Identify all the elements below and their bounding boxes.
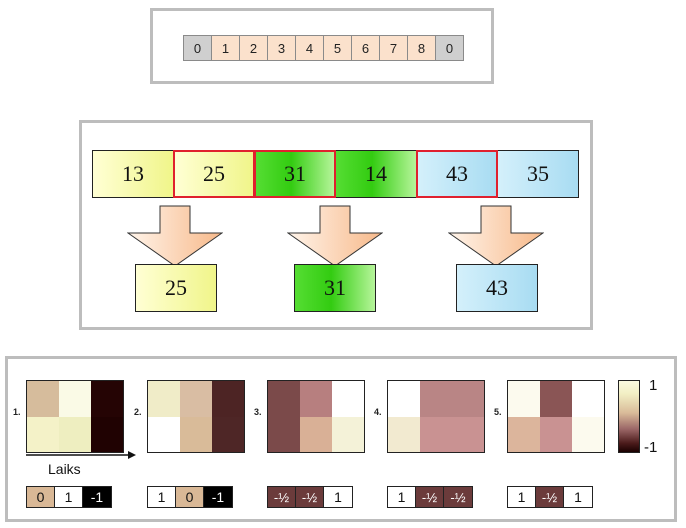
output-box: 43 [456, 264, 538, 312]
value-box: 35 [497, 150, 579, 198]
filter-grid [507, 380, 605, 453]
grid-cell [91, 416, 123, 452]
grid-cell [268, 381, 300, 417]
grid-cell [300, 416, 332, 452]
colorbar-min-label: -1 [644, 439, 658, 456]
vector-value: 1 [388, 487, 416, 507]
filter-grid [387, 380, 485, 453]
grid-cell [452, 416, 484, 452]
strip-cell: 2 [239, 35, 268, 61]
grid-cell [180, 381, 212, 417]
filter-vector: 0 1 -1 [26, 486, 112, 508]
index-strip-panel: 0 1 2 3 4 5 6 7 8 0 [150, 8, 494, 84]
grid-cell [332, 381, 364, 417]
vector-value: -½ [444, 487, 472, 507]
filter-vector: 1 0 -1 [147, 486, 233, 508]
vector-value: -½ [536, 487, 564, 507]
filter-grid [147, 380, 245, 453]
output-box: 31 [294, 264, 376, 312]
strip-cell: 7 [379, 35, 408, 61]
grid-cell [452, 381, 484, 417]
colorbar-max-label: 1 [649, 377, 658, 394]
grid-cell [27, 416, 59, 452]
grid-cell [388, 381, 420, 417]
filter-vector: 1 -½ -½ [387, 486, 473, 508]
grid-cell [268, 416, 300, 452]
down-arrow-icon [448, 205, 544, 267]
index-strip: 0 1 2 3 4 5 6 7 8 0 [183, 35, 464, 61]
grid-cell [59, 381, 91, 417]
grid-cell [540, 381, 572, 417]
grid-cell [388, 416, 420, 452]
filter-number: 3. [254, 407, 262, 417]
grid-cell [212, 381, 244, 417]
filter-number: 5. [494, 407, 502, 417]
strip-cell: 0 [183, 35, 212, 61]
filter-grid [267, 380, 365, 453]
vector-value: 0 [27, 487, 55, 507]
value-box-selected: 31 [254, 150, 336, 198]
output-box: 25 [135, 264, 217, 312]
strip-cell: 3 [267, 35, 296, 61]
colorbar [618, 380, 640, 453]
filter-vector: 1 -½ 1 [507, 486, 593, 508]
time-axis-label: Laiks [48, 461, 81, 477]
vector-value: 1 [508, 487, 536, 507]
time-axis-arrow-icon [26, 451, 136, 459]
grid-cell [148, 381, 180, 417]
grid-cell [300, 381, 332, 417]
grid-cell [508, 416, 540, 452]
grid-cell [59, 416, 91, 452]
filter-number: 1. [13, 407, 21, 417]
grid-cell [508, 381, 540, 417]
filter-number: 2. [134, 407, 142, 417]
grid-cell [91, 381, 123, 417]
vector-value: -½ [416, 487, 444, 507]
grid-cell [572, 381, 604, 417]
strip-cell: 1 [211, 35, 240, 61]
down-arrow-icon [287, 205, 383, 267]
grid-cell [27, 381, 59, 417]
vector-value: 1 [55, 487, 83, 507]
vector-value: -1 [83, 487, 111, 507]
value-box-selected: 43 [416, 150, 498, 198]
grid-cell [180, 416, 212, 452]
grid-cell [148, 416, 180, 452]
strip-cell: 4 [295, 35, 324, 61]
value-box: 13 [92, 150, 174, 198]
filters-panel: 1. 2. 3. 4. 5. 1 -1 Laiks 0 1 -1 1 0 -1 … [5, 356, 677, 522]
value-box-selected: 25 [173, 150, 255, 198]
filter-number: 4. [374, 407, 382, 417]
strip-cell: 5 [323, 35, 352, 61]
vector-value: -1 [204, 487, 232, 507]
value-box: 14 [335, 150, 417, 198]
grid-cell [332, 416, 364, 452]
filter-vector: -½ -½ 1 [267, 486, 353, 508]
strip-cell: 6 [351, 35, 380, 61]
grid-cell [420, 416, 452, 452]
vector-value: 1 [148, 487, 176, 507]
vector-value: -½ [296, 487, 324, 507]
vector-value: -½ [268, 487, 296, 507]
sampling-panel: 13 25 31 14 43 35 25 31 43 [79, 120, 593, 330]
down-arrow-icon [127, 205, 223, 267]
filter-grid [26, 380, 124, 453]
vector-value: 1 [574, 489, 582, 505]
grid-cell [420, 381, 452, 417]
strip-cell: 8 [407, 35, 436, 61]
grid-cell [540, 416, 572, 452]
grid-cell [212, 416, 244, 452]
grid-cell [572, 416, 604, 452]
vector-value: 0 [176, 487, 204, 507]
vector-value: 1 [334, 489, 342, 505]
strip-cell: 0 [435, 35, 464, 61]
